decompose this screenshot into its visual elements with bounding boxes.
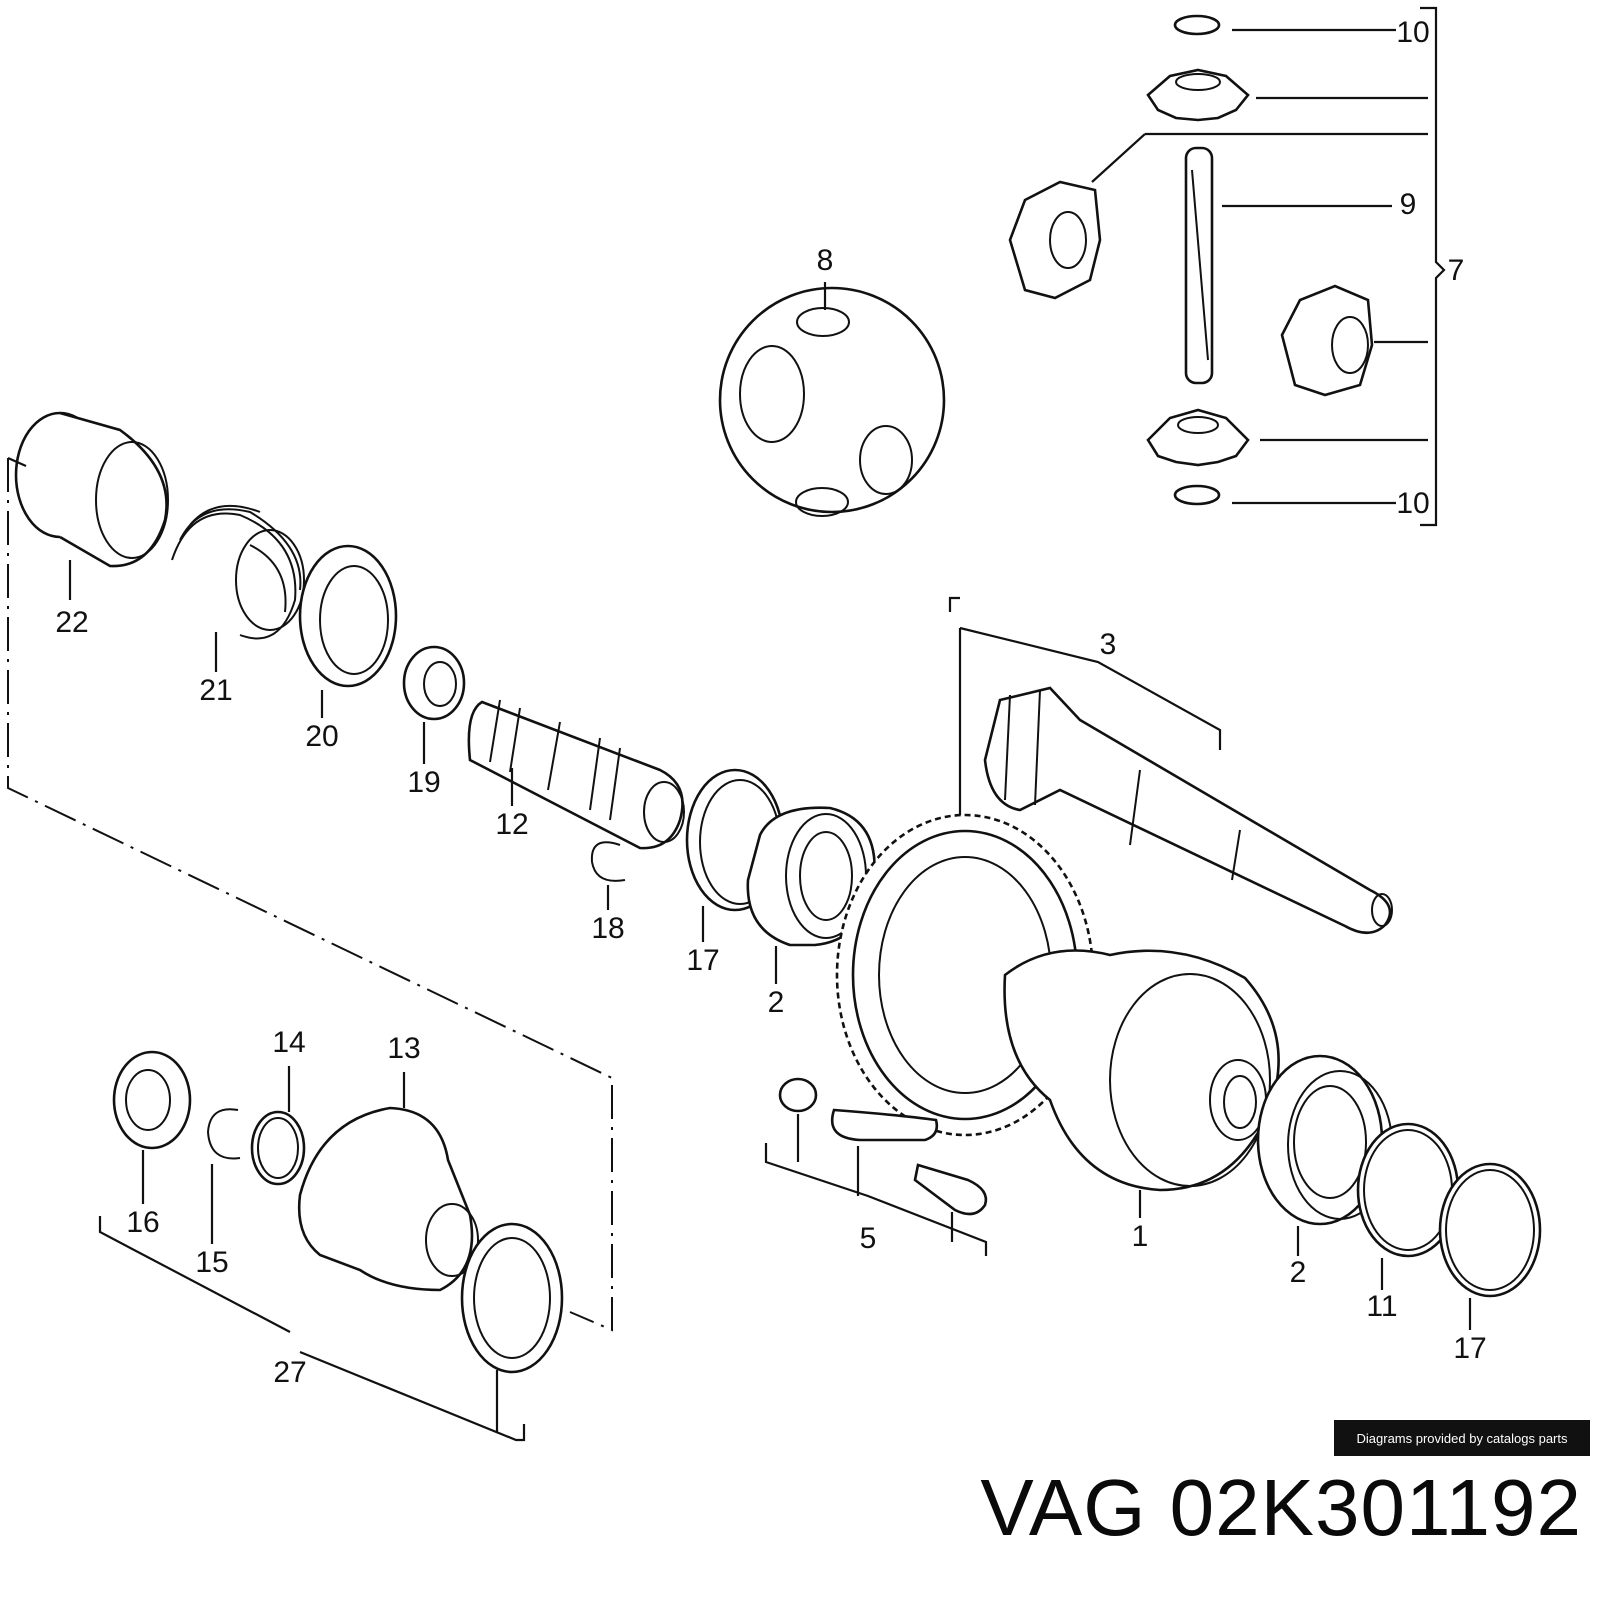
callout-label: 17: [686, 944, 719, 977]
callout-label: 2: [768, 986, 785, 1019]
assembly-outline: [7, 458, 613, 1332]
callout-label: 1: [1132, 1220, 1149, 1253]
callout-label: 15: [195, 1246, 228, 1279]
callout-label: 22: [55, 606, 88, 639]
circlip-upper: [1173, 14, 1221, 36]
callout-label: 5: [860, 1222, 877, 1255]
callout-label: 8: [817, 244, 834, 277]
input-shaft: [948, 596, 1393, 935]
flange-assembly: [98, 1050, 564, 1442]
callout-label: 16: [126, 1206, 159, 1239]
pin-shaft: [1184, 146, 1214, 385]
callout-label: 17: [1453, 1332, 1486, 1365]
planet-gear-lower: [1146, 408, 1250, 467]
callout-label: 18: [591, 912, 624, 945]
side-gear-left: [1008, 180, 1102, 300]
callout-label: 10: [1396, 487, 1429, 520]
callout-label: 3: [1100, 628, 1117, 661]
differential-housing-ball: [718, 282, 946, 517]
ring-gear-and-case: [835, 813, 1280, 1218]
callout-label: 20: [305, 720, 338, 753]
credit-banner: Diagrams provided by catalogs parts: [1334, 1420, 1590, 1456]
circlip-lower: [1173, 484, 1221, 506]
part-number-title: VAG 02K301192: [980, 1463, 1582, 1552]
callout-label: 14: [272, 1026, 305, 1059]
bolt-set: [764, 1077, 988, 1256]
callout-label: 12: [495, 808, 528, 841]
pinion-set-group: [1008, 6, 1446, 527]
callout-label: 27: [273, 1356, 306, 1389]
callout-label: 9: [1400, 188, 1417, 221]
callout-label: 2: [1290, 1256, 1307, 1289]
callout-label: 7: [1448, 254, 1465, 287]
right-bearing-group: [1256, 1054, 1542, 1330]
callout-label: 11: [1366, 1290, 1397, 1323]
callout-label: 13: [387, 1032, 420, 1065]
shaft-assembly: [14, 411, 876, 984]
callout-label: 21: [199, 674, 232, 707]
callout-label: 19: [407, 766, 440, 799]
side-gear-right: [1280, 284, 1374, 397]
planet-gear-upper: [1146, 68, 1250, 122]
callout-label: 10: [1396, 16, 1429, 49]
